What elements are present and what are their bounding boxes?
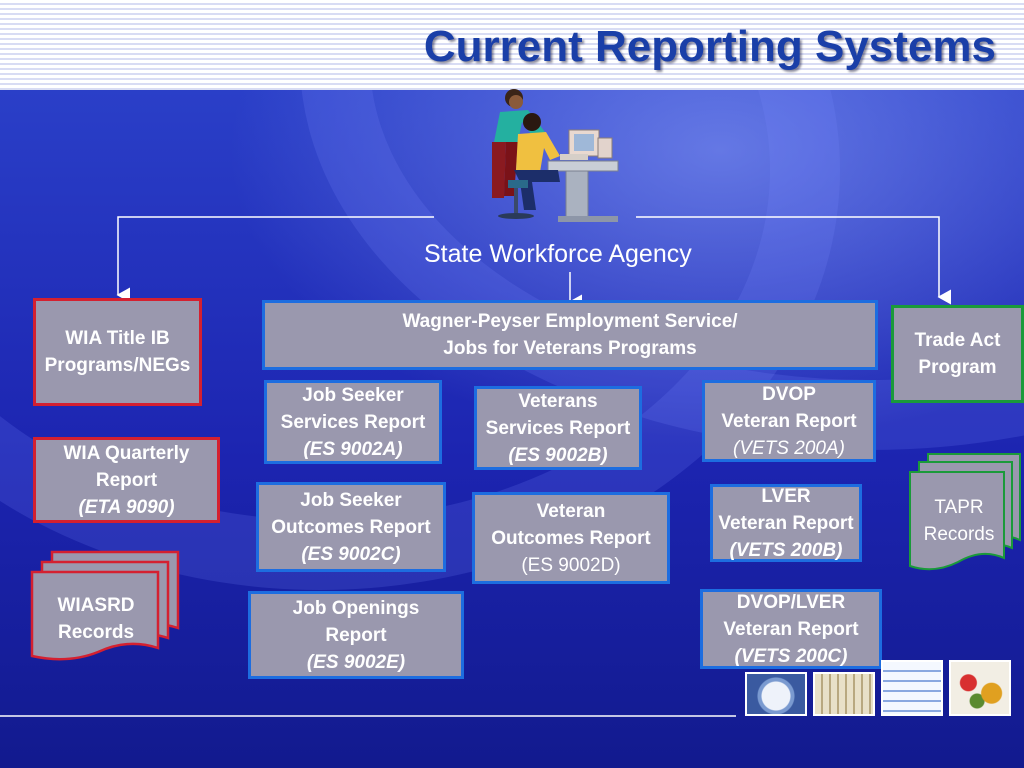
box-line: Services Report (280, 411, 426, 433)
vets-200b-box: LVER Veteran Report (VETS 200B) (710, 484, 862, 562)
box-line: DVOP/LVER (736, 591, 846, 613)
box-line: (ES 9002C) (301, 543, 401, 565)
trade-act-program-box: Trade Act Program (891, 305, 1024, 403)
document-stack-icon (909, 453, 1021, 571)
doc-line: Records (923, 524, 995, 545)
document-stack-icon (30, 550, 180, 661)
box-line: (VETS 200A) (733, 437, 845, 459)
arrow-to-trade (636, 216, 951, 305)
box-line: (ES 9002E) (306, 651, 406, 673)
box-line: Programs/NEGs (44, 355, 191, 376)
box-line: Report (95, 469, 158, 491)
box-line: Veteran Report (721, 410, 857, 432)
wiasrd-records-label: WIASRD Records (36, 592, 156, 646)
box-line: Veteran Report (723, 618, 859, 640)
es-9002e-box: Job Openings Report (ES 9002E) (248, 591, 464, 679)
box-line: (ETA 9090) (78, 496, 175, 518)
box-line: Outcomes Report (271, 516, 431, 538)
box-line: Job Seeker (300, 489, 402, 511)
box-line: Veteran (536, 500, 606, 522)
es-9002d-box: Veteran Outcomes Report (ES 9002D) (472, 492, 670, 584)
box-line: Job Seeker (302, 384, 404, 406)
wia-quarterly-report-box: WIA Quarterly Report (ETA 9090) (33, 437, 220, 523)
box-line: WIA Title IB (65, 328, 170, 349)
doc-line: WIASRD (57, 595, 135, 616)
box-line: Veteran Report (718, 512, 854, 534)
box-line: LVER (761, 485, 811, 507)
box-line: Services Report (485, 417, 631, 439)
box-line: Job Openings (292, 597, 420, 619)
box-line: (ES 9002D) (521, 554, 621, 576)
box-line: Program (918, 357, 997, 378)
agency-label: State Workforce Agency (424, 240, 692, 268)
doc-line: Records (57, 622, 135, 643)
box-line: WIA Quarterly (63, 442, 190, 464)
tapr-records-label: TAPR Records (910, 494, 1008, 548)
vets-200a-box: DVOP Veteran Report (VETS 200A) (702, 380, 876, 462)
page-title: Current Reporting Systems (423, 22, 996, 71)
box-line: (ES 9002B) (508, 444, 608, 466)
box-line: Wagner-Peyser Employment Service/ (402, 311, 738, 332)
report-thumbnail-icon (881, 660, 943, 716)
box-line: (VETS 200C) (734, 645, 848, 667)
wagner-peyser-box: Wagner-Peyser Employment Service/ Jobs f… (262, 300, 878, 370)
box-line: (ES 9002A) (303, 438, 403, 460)
title-bar: Current Reporting Systems (0, 0, 1024, 90)
box-line: DVOP (762, 383, 816, 405)
doc-line: TAPR (934, 497, 984, 518)
wia-title-ib-box: WIA Title IB Programs/NEGs (33, 298, 202, 406)
report-thumbnail-icon (813, 672, 875, 716)
es-9002c-box: Job Seeker Outcomes Report (ES 9002C) (256, 482, 446, 572)
box-line: Report (325, 624, 387, 646)
office-workers-icon (492, 89, 619, 222)
arrow-to-wia (116, 216, 434, 303)
report-thumbnail-icon (745, 672, 807, 716)
es-9002a-box: Job Seeker Services Report (ES 9002A) (264, 380, 442, 464)
vets-200c-box: DVOP/LVER Veteran Report (VETS 200C) (700, 589, 882, 669)
box-line: Veterans (518, 390, 598, 412)
box-line: Outcomes Report (491, 527, 651, 549)
report-thumbnail-icon (949, 660, 1011, 716)
box-line: Jobs for Veterans Programs (443, 338, 697, 359)
box-line: Trade Act (914, 330, 1001, 351)
es-9002b-box: Veterans Services Report (ES 9002B) (474, 386, 642, 470)
box-line: (VETS 200B) (729, 539, 843, 561)
